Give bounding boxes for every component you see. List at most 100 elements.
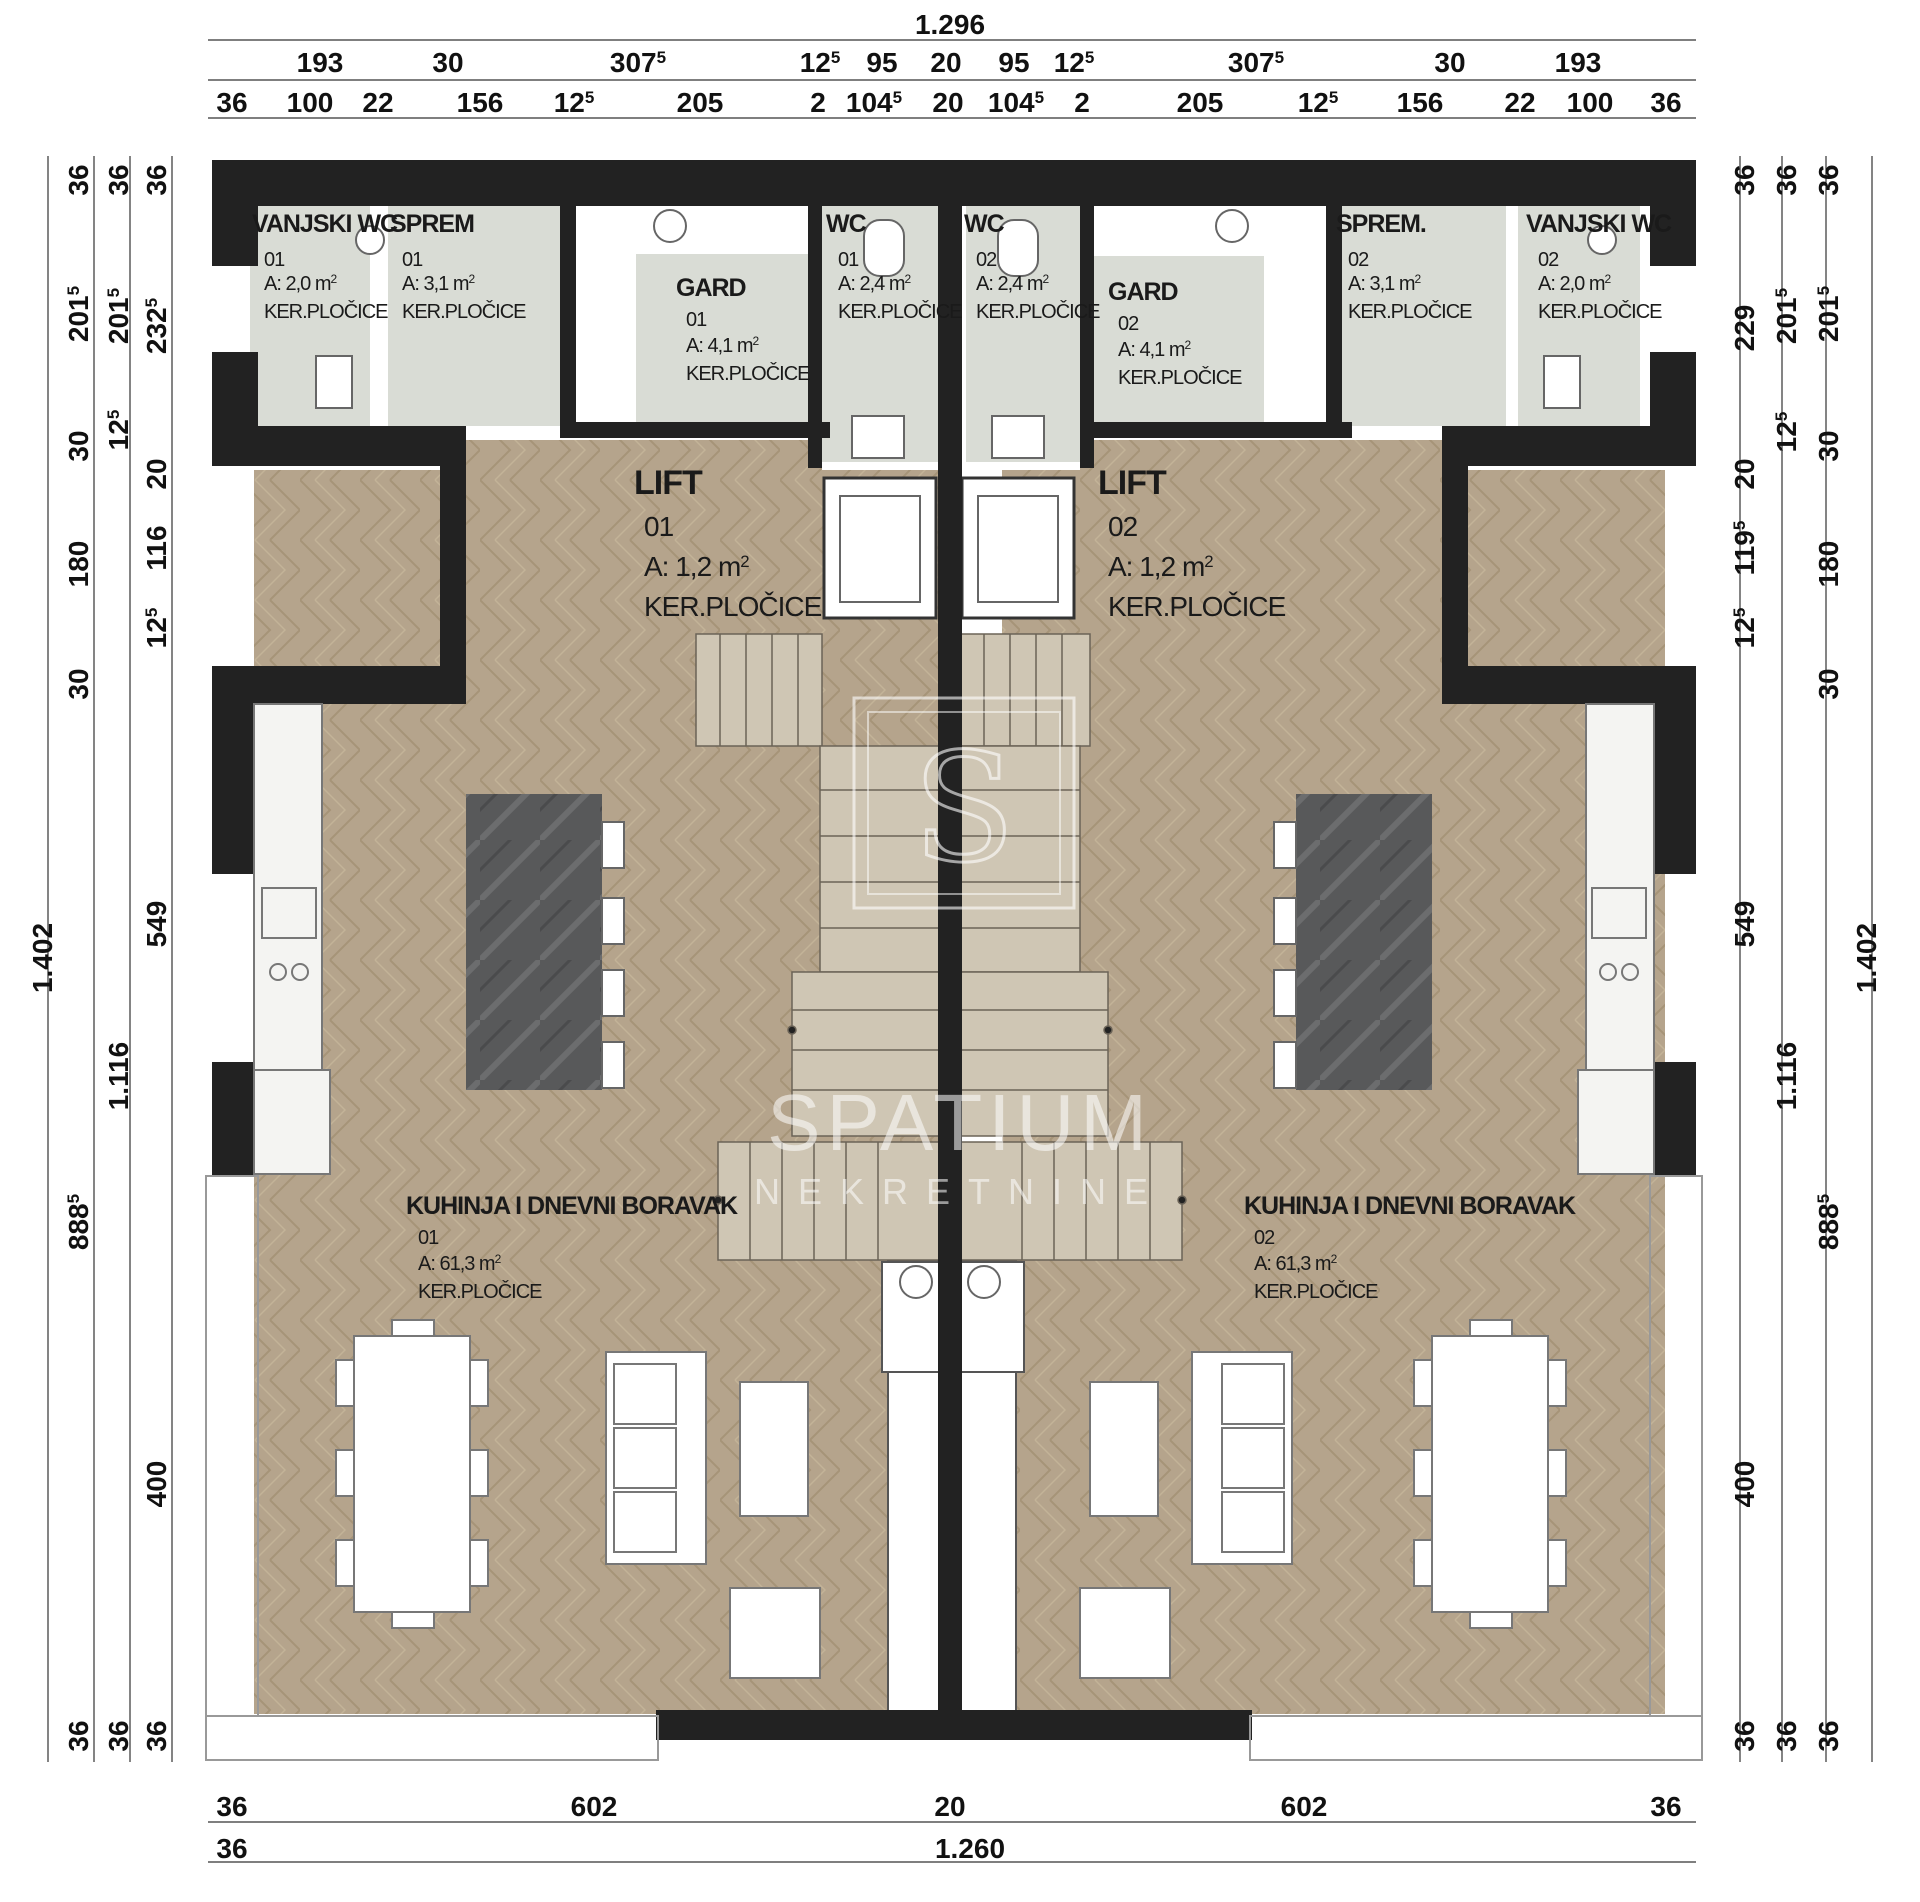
sanitary-fixtures bbox=[315, 209, 1617, 1299]
coffee-table-01 bbox=[739, 1381, 809, 1517]
dimension-label: 1.116 bbox=[1771, 1042, 1802, 1111]
tile-floor-sprem-01 bbox=[388, 200, 570, 426]
toilet-icon bbox=[1587, 225, 1617, 255]
dimension-label: 1.116 bbox=[103, 1042, 134, 1111]
dimension-label: 36 bbox=[216, 1833, 247, 1864]
bar-stools bbox=[601, 821, 1297, 1089]
dimension-label: 30 bbox=[63, 668, 94, 699]
dimension-label: 36 bbox=[141, 164, 172, 195]
dimension-label: 2015 bbox=[1813, 286, 1844, 342]
dimension-label: 180 bbox=[63, 541, 94, 588]
dimension-label: 125 bbox=[554, 87, 595, 118]
dimension-label: 2015 bbox=[63, 286, 94, 342]
dimension-label: 36 bbox=[141, 1720, 172, 1751]
room-area: A: 4,1 m2 bbox=[1118, 338, 1191, 361]
room-area: A: 4,1 m2 bbox=[686, 334, 759, 357]
dimension-label: 549 bbox=[1729, 901, 1760, 948]
boiler-icon bbox=[653, 209, 687, 243]
area-unit-superscript: 2 bbox=[330, 272, 337, 286]
lift-num: 02 bbox=[1108, 511, 1138, 542]
room-floor: KER.PLOČICE bbox=[402, 300, 526, 323]
living-floor: KER.PLOČICE bbox=[418, 1280, 542, 1303]
lift-area: A: 1,2 m2 bbox=[644, 551, 749, 582]
room-name: VANJSKI WC bbox=[1526, 210, 1672, 238]
room-name: SPREM. bbox=[1336, 210, 1426, 238]
living-area: A: 61,3 m2 bbox=[1254, 1252, 1338, 1275]
dimension-label: 36 bbox=[63, 1720, 94, 1751]
dimension-label: 30 bbox=[1434, 47, 1465, 78]
lift-floor: KER.PLOČICE bbox=[644, 591, 822, 622]
dimension-label: 95 bbox=[998, 47, 1029, 78]
dimension-label: 20 bbox=[930, 47, 961, 78]
dimension-label: 30 bbox=[1813, 430, 1844, 461]
area-unit-superscript: 2 bbox=[1204, 552, 1213, 571]
area-unit-superscript: 2 bbox=[1414, 272, 1421, 286]
room-name: WC bbox=[826, 210, 867, 238]
room-labels: VANJSKI WC 01 A: 2,0 m2 KER.PLOČICE SPRE… bbox=[252, 210, 1673, 1303]
lift-car-01 bbox=[839, 495, 921, 603]
room-floor: KER.PLOČICE bbox=[838, 300, 962, 323]
furniture bbox=[335, 1319, 1567, 1679]
lift-car-02 bbox=[977, 495, 1059, 603]
area-unit-superscript: 2 bbox=[1184, 338, 1191, 352]
dimension-label: 602 bbox=[1281, 1791, 1328, 1822]
dimension-label: 180 bbox=[1813, 541, 1844, 588]
area-unit-superscript: 2 bbox=[1331, 1252, 1338, 1266]
dimension-label: 205 bbox=[1177, 87, 1224, 118]
dimension-label: 8885 bbox=[63, 1194, 94, 1250]
dimension-label: 229 bbox=[1729, 305, 1760, 352]
room-num: 01 bbox=[264, 249, 285, 271]
area-unit-superscript: 2 bbox=[752, 334, 759, 348]
dimension-label: 36 bbox=[1650, 87, 1681, 118]
lift-area: A: 1,2 m2 bbox=[1108, 551, 1213, 582]
dimension-label: 400 bbox=[141, 1461, 172, 1508]
dimension-label: 20 bbox=[932, 87, 963, 118]
living-name: KUHINJA I DNEVNI BORAVAK bbox=[406, 1192, 738, 1220]
dimension-label: 36 bbox=[1729, 1720, 1760, 1751]
room-floor: KER.PLOČICE bbox=[1348, 300, 1472, 323]
tile-floor-gard-01 bbox=[636, 254, 814, 424]
room-area: A: 3,1 m2 bbox=[402, 272, 475, 295]
dimension-label: 36 bbox=[1813, 164, 1844, 195]
sink-icon bbox=[991, 415, 1045, 459]
room-name: GARD bbox=[676, 274, 746, 302]
area-unit-superscript: 2 bbox=[904, 272, 911, 286]
room-area: A: 2,4 m2 bbox=[838, 272, 911, 295]
dimension-label: 205 bbox=[677, 87, 724, 118]
room-name: GARD bbox=[1108, 278, 1178, 306]
lift-name: LIFT bbox=[1098, 464, 1167, 502]
dimension-label: 3075 bbox=[610, 47, 666, 78]
dimension-label: 2325 bbox=[141, 298, 172, 354]
dimension-label: 1195 bbox=[1729, 521, 1760, 576]
dim-right-total: 1.402 bbox=[1851, 923, 1882, 993]
dimension-label: 116 bbox=[141, 525, 172, 570]
walls bbox=[212, 160, 1696, 1740]
dimension-label: 100 bbox=[1567, 87, 1614, 118]
sink-icon bbox=[315, 355, 353, 409]
area-unit-superscript: 2 bbox=[1604, 272, 1611, 286]
dimension-label: 156 bbox=[457, 87, 504, 118]
dimension-label: 125 bbox=[103, 410, 134, 451]
dimension-lines bbox=[47, 39, 1873, 1863]
room-floor: KER.PLOČICE bbox=[264, 300, 388, 323]
room-floor: KER.PLOČICE bbox=[976, 300, 1100, 323]
dimension-label: 22 bbox=[362, 87, 393, 118]
dimension-label: 30 bbox=[63, 430, 94, 461]
kitchen-counter-02 bbox=[1577, 703, 1655, 1175]
dimension-label: 125 bbox=[1771, 412, 1802, 453]
living-num: 02 bbox=[1254, 1227, 1275, 1249]
dimension-label: 193 bbox=[1555, 47, 1602, 78]
toilet-icon bbox=[997, 219, 1039, 277]
dimension-label: 400 bbox=[1729, 1461, 1760, 1508]
dimension-label: 36 bbox=[1813, 1720, 1844, 1751]
toilet-icon bbox=[355, 225, 385, 255]
